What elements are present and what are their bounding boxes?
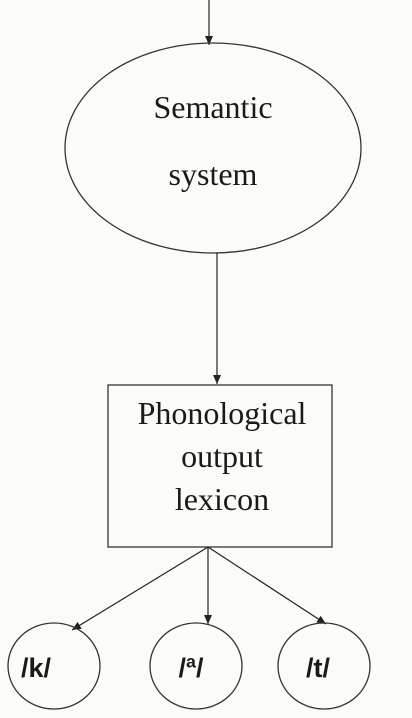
phonological-output-lexicon-box — [107, 384, 333, 548]
phonological-output-lexicon-node: Phonological output lexicon — [107, 384, 333, 548]
phoneme-circle-t — [277, 622, 371, 710]
phoneme-label-t: /t/ — [306, 653, 330, 683]
semantic-system-ellipse — [64, 42, 362, 254]
phoneme-node-t: /t/ — [277, 622, 371, 710]
lexicon-label-line2: output — [181, 438, 263, 474]
phoneme-circle-k — [7, 622, 101, 710]
phoneme-node-a: /ª/ — [149, 622, 243, 710]
phoneme-label-k: /k/ — [21, 653, 52, 683]
lexicon-label-line3: lexicon — [175, 481, 269, 517]
semantic-system-label-line1: Semantic — [153, 89, 272, 125]
phoneme-circle-a — [149, 622, 243, 710]
phoneme-node-k: /k/ — [7, 622, 101, 710]
semantic-system-label-line2: system — [169, 156, 258, 192]
lexicon-to-k-arrow — [71, 546, 209, 631]
lexicon-to-t-arrow — [207, 546, 327, 625]
lexicon-label-line1: Phonological — [138, 395, 307, 431]
phoneme-label-a: /ª/ — [179, 653, 204, 683]
semantic-system-node: Semantic system — [64, 42, 362, 254]
